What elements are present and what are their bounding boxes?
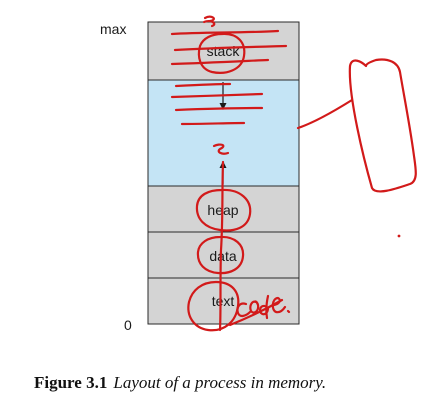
segment-label-text: text [212,293,235,309]
figure-title: Layout of a process in memory. [113,373,327,392]
free-strike-1 [174,82,232,88]
code-underline [228,298,284,327]
data-circle [196,235,245,275]
text-circle [187,280,240,332]
stack-strike-1 [170,29,280,36]
figure-caption: Figure 3.1 Layout of a process in memory. [34,373,326,393]
axis-label-zero: 0 [124,317,132,333]
segment-label-stack: stack [207,43,241,59]
stray-ink-dot [397,234,401,238]
stack-strike-2 [173,44,288,52]
free-strike-4 [180,121,246,126]
stack-circle [197,32,246,74]
handwritten-annotations [170,15,417,332]
free-strike-2 [170,92,264,99]
pointer-line [296,98,354,130]
stack-growth-arrow [219,82,227,110]
side-bracket-box [348,58,417,193]
data-segment [147,231,300,279]
growth-tick-mark [212,143,230,155]
figure-number: Figure 3.1 [34,373,108,392]
stack-strike-3 [170,58,270,66]
axis-label-max: max [100,21,126,37]
heap-circle [195,188,252,232]
free-strike-3 [174,106,264,112]
growth-line [218,160,225,332]
stack-top-squiggle [202,15,216,28]
segment-label-data: data [209,248,236,264]
